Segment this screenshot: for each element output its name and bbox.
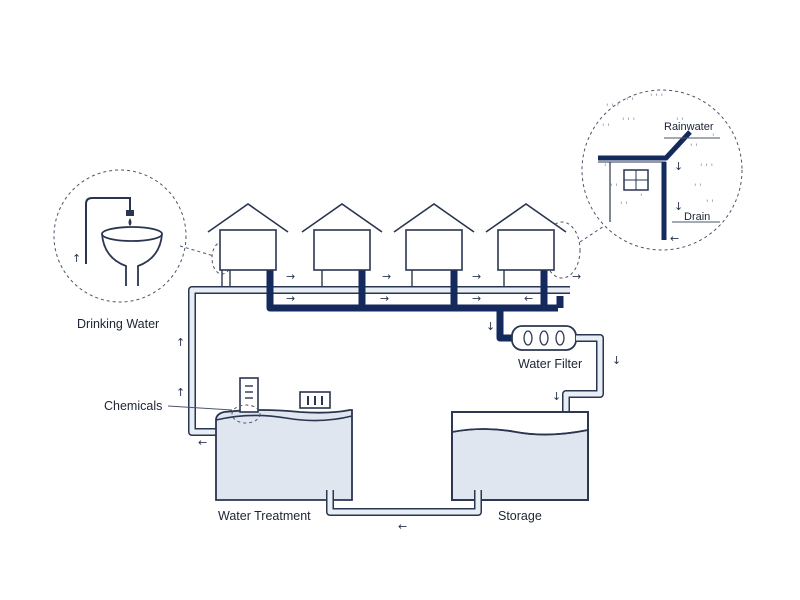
storage-tank: Storage [451, 411, 589, 523]
water-treatment-label: Water Treatment [218, 509, 311, 523]
clean-water-pipe: ↑ ↑ ← → → → → [176, 268, 581, 449]
water-filter-label: Water Filter [518, 357, 582, 371]
left-arrow-icon: ← [670, 232, 679, 245]
svg-text:' ' ': ' ' ' [622, 117, 635, 127]
house-icon [207, 203, 289, 286]
up-arrow-icon: ↑ [176, 336, 185, 349]
svg-text:' ' ': ' ' ' [650, 93, 663, 103]
svg-text:': ' [604, 163, 606, 173]
drain-label: Drain [684, 211, 710, 223]
right-arrow-icon: → [572, 270, 581, 283]
down-arrow-icon: ↓ [552, 390, 561, 403]
grey-water-pipe: → → → ← ↓ [266, 268, 564, 342]
svg-text:' ': ' ' [602, 123, 610, 133]
right-arrow-icon: → [382, 270, 391, 283]
svg-text:' ': ' ' [694, 183, 702, 193]
callout-line [579, 225, 605, 243]
roof-section-icon [598, 130, 692, 240]
chemicals-label: Chemicals [104, 399, 162, 413]
left-arrow-icon: ← [524, 292, 533, 305]
svg-text:' ': ' ' [690, 143, 698, 153]
down-arrow-icon: ↓ [674, 200, 683, 213]
chemical-dispenser-icon [239, 377, 259, 413]
rainwater-label: Rainwater [664, 121, 714, 133]
inset-circle [581, 89, 743, 251]
drinking-water-inset: ↑ Drinking Water [53, 169, 233, 331]
up-arrow-icon: ↑ [72, 252, 81, 265]
svg-text:' ': ' ' [676, 117, 684, 127]
water-filter: ↓ ↓ Water Filter [511, 325, 621, 414]
right-arrow-icon: → [286, 292, 295, 305]
callout-target [231, 404, 261, 424]
right-arrow-icon: → [286, 270, 295, 283]
house-icon [485, 203, 567, 271]
right-arrow-icon: → [472, 292, 481, 305]
down-arrow-icon: ↓ [674, 160, 683, 173]
right-arrow-icon: → [380, 292, 389, 305]
down-arrow-icon: ↓ [612, 354, 621, 367]
house-icon [301, 203, 383, 271]
svg-text:' ' ': ' ' ' [700, 163, 713, 173]
up-arrow-icon: ↑ [176, 386, 185, 399]
callout-line [179, 245, 215, 257]
svg-text:' ': ' ' [620, 201, 628, 211]
rainwater-inset: ' ' '' '' ' ' ' '' ' '' ' ' ' '' '' ' ''… [543, 89, 743, 279]
basin-icon [101, 226, 163, 286]
left-arrow-icon: ← [198, 436, 207, 449]
inset-circle [53, 169, 187, 303]
drinking-water-label: Drinking Water [77, 317, 159, 331]
right-arrow-icon: → [472, 270, 481, 283]
storage-label: Storage [498, 509, 542, 523]
svg-text:' ': ' ' [610, 183, 618, 193]
vent-icon [299, 391, 331, 409]
svg-text:' ' ': ' ' ' [606, 103, 619, 113]
house-icon [393, 203, 475, 271]
rain-drops: ' ' '' '' ' ' ' '' ' '' ' ' ' '' '' ' ''… [602, 93, 714, 211]
return-pipe: ← [326, 490, 482, 533]
water-treatment-tank: Water Treatment [167, 377, 353, 523]
filter-cartridge-icon [511, 325, 577, 351]
left-arrow-icon: ← [398, 520, 407, 533]
faucet-icon [85, 197, 134, 264]
down-arrow-icon: ↓ [486, 320, 495, 333]
svg-text:' ': ' ' [626, 97, 634, 107]
svg-text:': ' [640, 193, 642, 203]
svg-text:' ': ' ' [706, 199, 714, 209]
